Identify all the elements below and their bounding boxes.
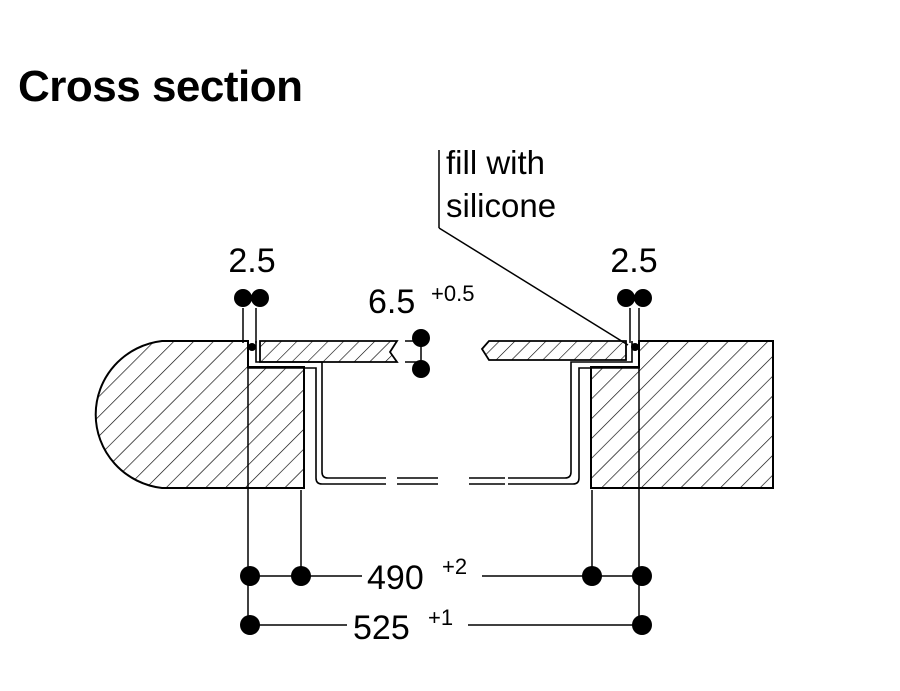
gap-dimension-left: 2.5: [228, 242, 276, 343]
overall-width-tolerance: +1: [428, 605, 453, 630]
cutout-width-dimension: 490 +2: [240, 554, 652, 597]
silicone-note-line1: fill with: [446, 144, 545, 181]
left-glass-panel: [259, 340, 399, 363]
gap-right-label: 2.5: [610, 242, 657, 280]
right-glass-panel: [480, 340, 627, 361]
cutout-width-tolerance: +2: [442, 554, 467, 579]
silicone-leader: [438, 150, 629, 346]
silicone-note-line2: silicone: [446, 187, 556, 224]
gap-left-label: 2.5: [228, 242, 275, 280]
glass-thickness-value: 6.5: [368, 283, 415, 321]
silicone-point-right: [631, 343, 639, 351]
glass-thickness-dimension: 6.5 +0.5: [368, 281, 474, 378]
right-worktop: [590, 340, 774, 489]
page-title: Cross section: [18, 62, 303, 111]
overall-width-value: 525: [353, 609, 410, 647]
extension-lines: [247, 368, 640, 625]
gap-dimension-right: 2.5: [610, 242, 658, 343]
hob-frame: [247, 341, 640, 485]
silicone-point-left: [248, 343, 256, 351]
glass-thickness-tolerance: +0.5: [431, 281, 474, 306]
overall-width-dimension: 525 +1: [240, 605, 652, 647]
left-worktop: [94, 340, 305, 489]
cutout-width-value: 490: [367, 559, 424, 597]
